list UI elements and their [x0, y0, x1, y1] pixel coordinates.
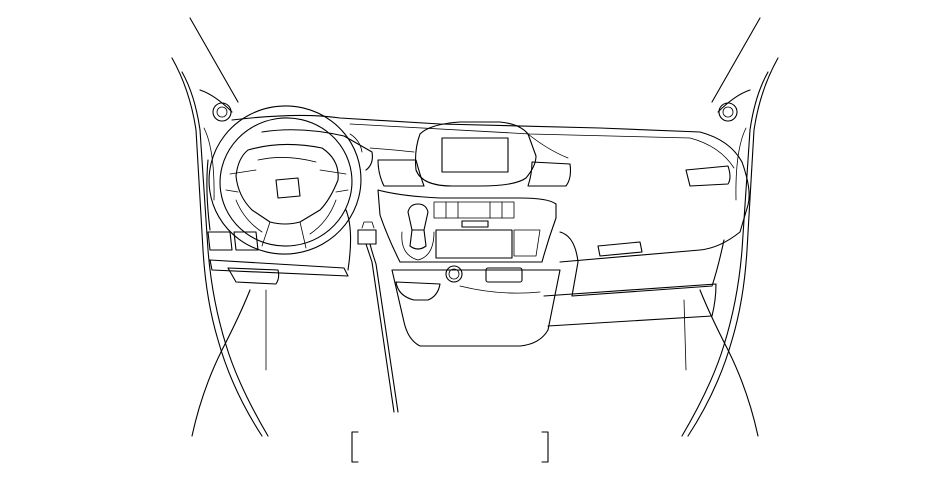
left-a-pillar	[171, 17, 269, 437]
glovebox	[543, 231, 725, 327]
lower-left-dash	[207, 209, 377, 285]
dashboard-top	[206, 114, 750, 263]
right-a-pillar	[681, 17, 779, 437]
dash-trim-right	[527, 161, 731, 187]
center-screen	[414, 121, 569, 187]
callout-label	[358, 432, 542, 462]
leader-line	[365, 243, 399, 413]
steering-wheel	[208, 105, 362, 255]
callout-bracket	[351, 431, 549, 463]
center-console	[377, 189, 557, 263]
instrument-cluster	[261, 129, 373, 171]
lower-console	[391, 265, 561, 347]
dash-trim-left	[369, 147, 425, 187]
gear-shifter	[401, 203, 435, 261]
floor-lines	[265, 289, 687, 371]
